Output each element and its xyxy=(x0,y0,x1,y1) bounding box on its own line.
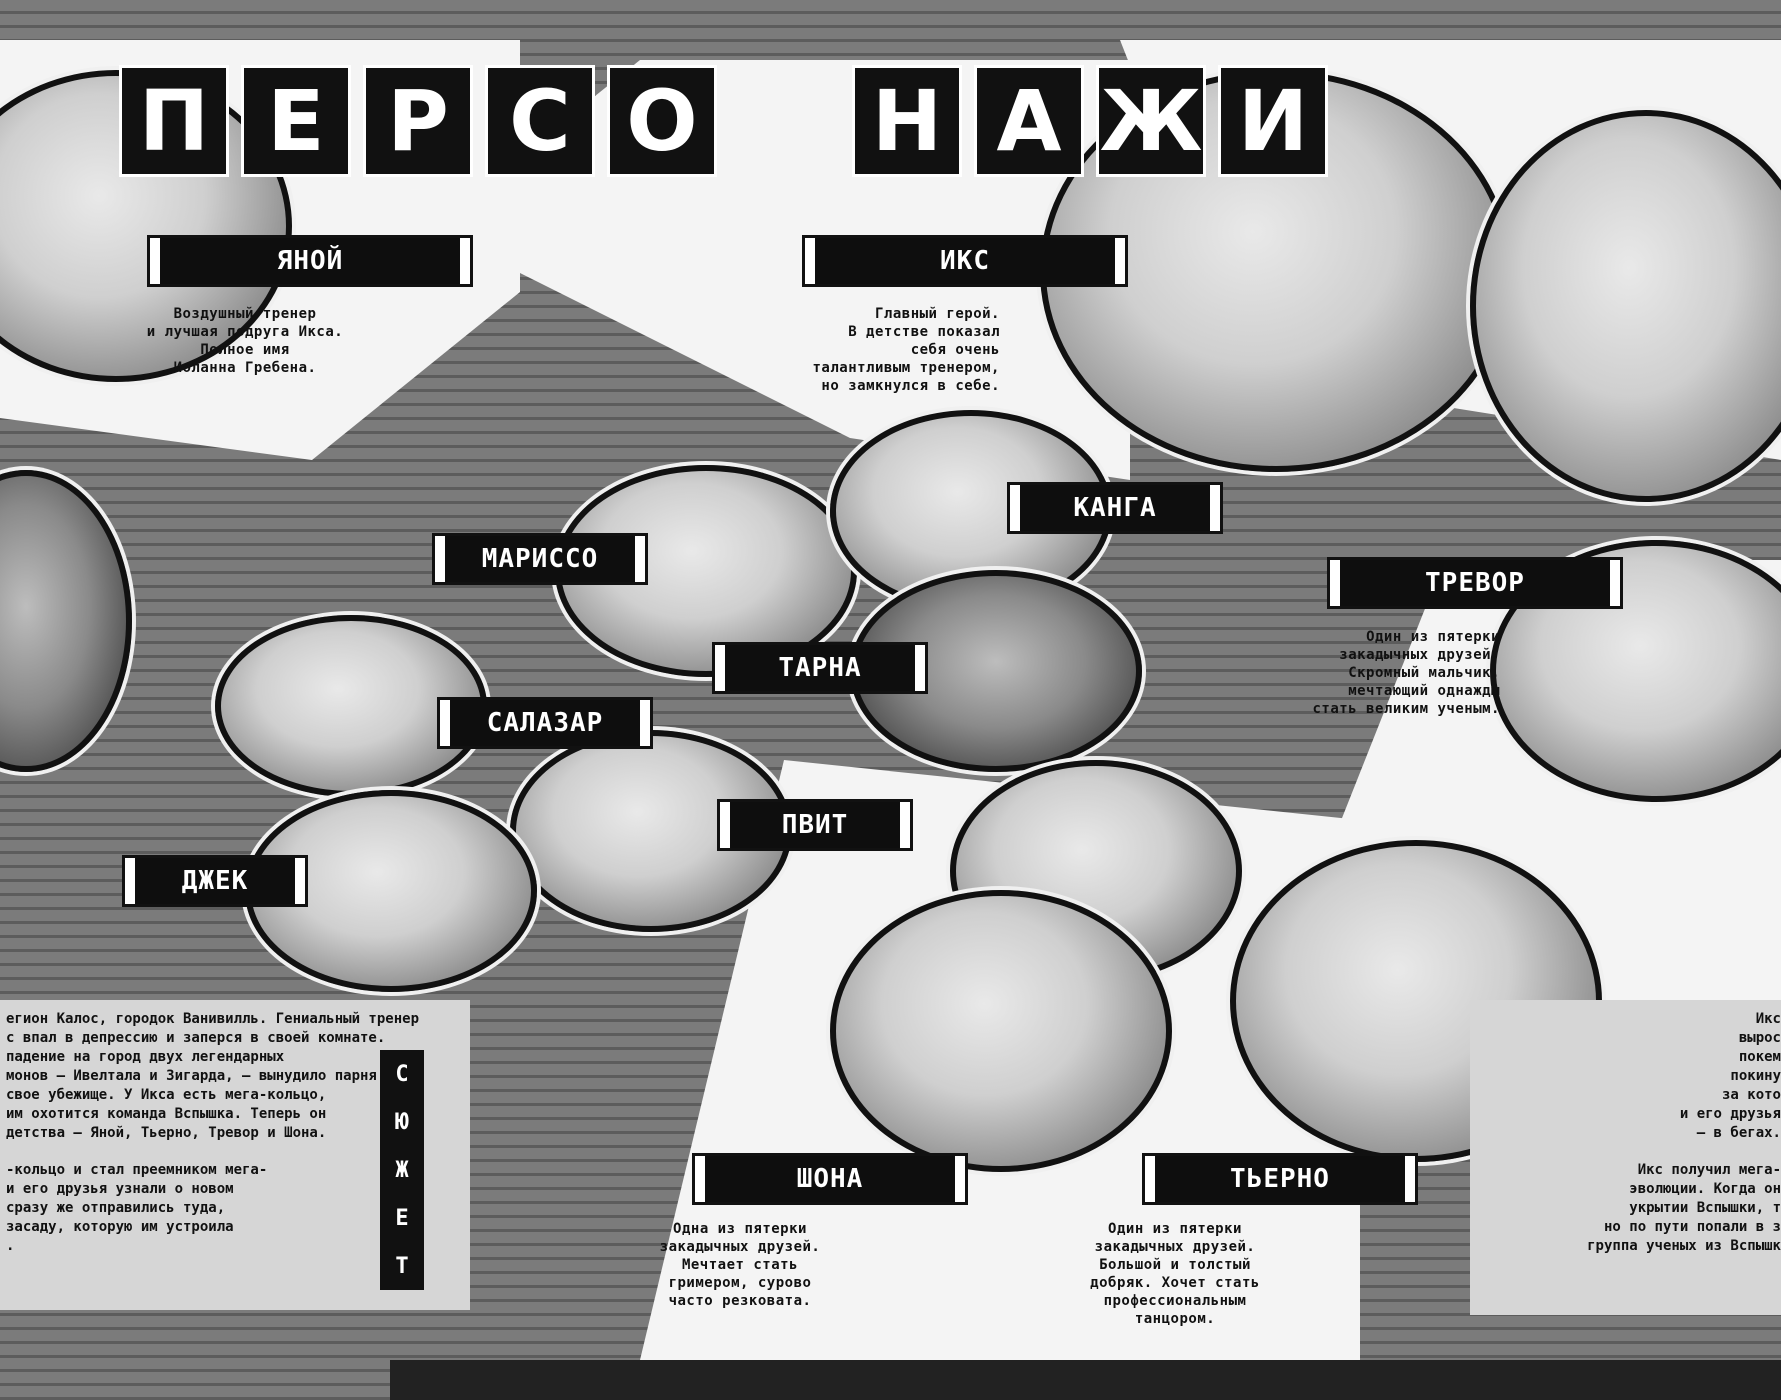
name-tag-yanoy: ЯНОЙ xyxy=(147,235,473,287)
desc-yanoy: Воздушный тренер и лучшая подруга Икса. … xyxy=(146,306,344,376)
title-letter-1: П xyxy=(122,68,226,174)
name-tag-iks: ИКС xyxy=(802,235,1128,287)
title-letter-9: И xyxy=(1221,68,1325,174)
title-letter-5: О xyxy=(610,68,714,174)
desc-iks: Главный герой. В детстве показал себя оч… xyxy=(812,306,1000,394)
name-tag-trevor: ТРЕВОР xyxy=(1327,557,1623,609)
name-tag-dzhek: ДЖЕК xyxy=(122,855,308,907)
name-tag-pvit: ПВИТ xyxy=(717,799,913,851)
plot-panel-right: Икс вырос покем покину за кото и его дру… xyxy=(1470,1000,1781,1315)
bottom-bar xyxy=(390,1360,1781,1400)
plot-paragraph-2: -кольцо и стал преемником мега- и его др… xyxy=(6,1162,268,1254)
name-tag-tarna: ТАРНА xyxy=(712,642,928,694)
name-tag-marisso: МАРИССО xyxy=(432,533,648,585)
name-tag-salazar: САЛАЗАР xyxy=(437,697,653,749)
title-letter-7: А xyxy=(977,68,1081,174)
right-plot-paragraph-1: Икс вырос покем покину за кото и его дру… xyxy=(1679,1011,1781,1141)
portrait-shona xyxy=(830,890,1172,1172)
title-letter-3: Р xyxy=(366,68,470,174)
plot-paragraph-1: егион Калос, городок Ванивилль. Гениальн… xyxy=(6,1011,420,1141)
title-letter-2: Е xyxy=(244,68,348,174)
title-letter-6: Н xyxy=(855,68,959,174)
plot-vertical-label: С Ю Ж Е Т xyxy=(380,1050,424,1290)
desc-trevor: Один из пятерки закадычных друзей. Скром… xyxy=(1312,629,1500,717)
portrait-left-mid xyxy=(0,470,132,772)
portrait-trevor xyxy=(1490,540,1781,802)
name-tag-shona: ШОНА xyxy=(692,1153,968,1205)
portrait-marisso xyxy=(555,465,857,677)
right-plot-paragraph-2: Икс получил мега- эволюции. Когда он укр… xyxy=(1587,1162,1781,1254)
desc-shona: Одна из пятерки закадычных друзей. Мечта… xyxy=(659,1221,821,1309)
title-letter-4: С xyxy=(488,68,592,174)
portrait-top-right xyxy=(1470,110,1781,502)
name-tag-kanga: КАНГА xyxy=(1007,482,1223,534)
name-tag-tierno: ТЬЕРНО xyxy=(1142,1153,1418,1205)
title-letter-8: Ж xyxy=(1099,68,1203,174)
desc-tierno: Один из пятерки закадычных друзей. Больш… xyxy=(1090,1221,1260,1327)
